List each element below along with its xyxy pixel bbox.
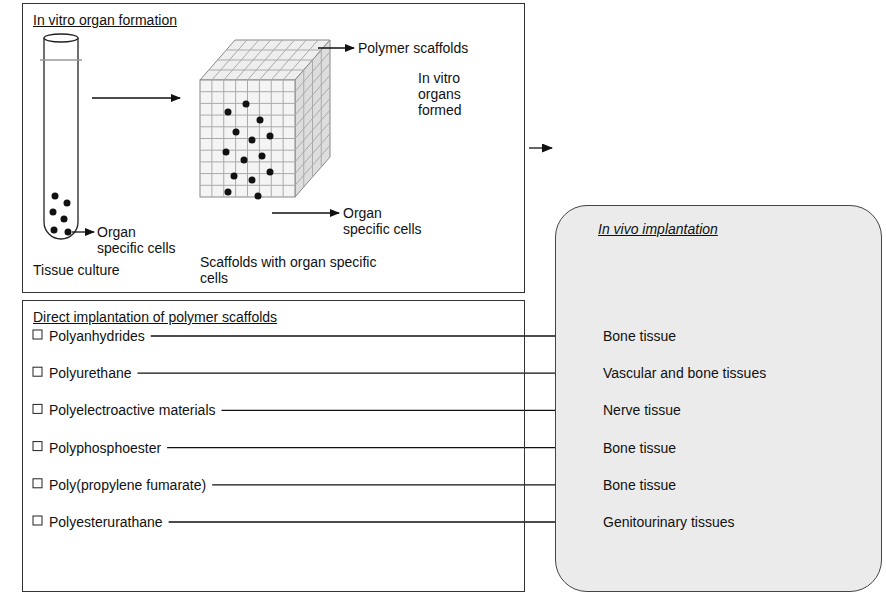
checkbox <box>33 442 42 451</box>
annotation-label: Scaffolds with organ specific cells <box>200 254 390 286</box>
tissue-item: Vascular and bone tissues <box>601 365 768 381</box>
item-text: Bone tissue <box>603 328 676 344</box>
arrow-connector <box>169 521 598 522</box>
item-text: Polyelectroactive materials <box>49 402 216 418</box>
polymer-item: Polyphosphoester <box>47 440 163 456</box>
item-text: Bone tissue <box>603 440 676 456</box>
annotation-label: Organ specific cells <box>97 224 179 256</box>
scaffold-grid <box>209 70 304 71</box>
scaffold-grid <box>200 126 295 127</box>
group-heading: Direct implantation of polymer scaffolds <box>33 309 277 325</box>
annotation-label: Organ specific cells <box>343 205 431 237</box>
cells <box>50 193 72 236</box>
tissue-item: Genitourinary tissues <box>601 514 737 530</box>
scaffold-grid <box>200 150 295 151</box>
item-text: Poly(propylene fumarate) <box>49 477 206 493</box>
tissue-item: Bone tissue <box>601 328 678 344</box>
arrow-connector <box>222 410 598 411</box>
item-text: Vascular and bone tissues <box>603 365 766 381</box>
polymer-item: Poly(propylene fumarate) <box>47 477 208 493</box>
group-heading: In vivo implantation <box>598 221 718 237</box>
scaffold-grid <box>200 138 295 139</box>
group-box: In vivo implantationBone tissueVascular … <box>555 205 882 592</box>
group-box: Direct implantation of polymer scaffolds… <box>22 300 525 592</box>
annotation-label: Tissue culture <box>33 262 173 278</box>
checkbox <box>33 479 42 488</box>
polymer-item: Polyesterurathane <box>47 514 165 530</box>
arrow-connector <box>212 484 598 485</box>
polymer-item: Polyanhydrides <box>47 328 147 344</box>
scaffold-cube <box>200 40 330 197</box>
scaffold-grid <box>226 50 321 51</box>
scaffold-grid <box>200 161 295 162</box>
scaffold-grid <box>200 115 295 116</box>
cells <box>223 101 274 200</box>
annotation-label: Polymer scaffolds <box>358 40 508 56</box>
tissue-item: Bone tissue <box>601 440 678 456</box>
checkbox <box>33 330 42 339</box>
tissue-item: Nerve tissue <box>601 402 683 418</box>
item-text: Bone tissue <box>603 477 676 493</box>
arrow-connector <box>529 147 552 148</box>
item-text: Polyanhydrides <box>49 328 145 344</box>
polymer-item: Polyelectroactive materials <box>47 402 218 418</box>
checkbox <box>33 404 42 413</box>
group-heading: In vitro organ formation <box>33 12 177 28</box>
scaffold-grid <box>200 185 295 186</box>
scaffold-grid <box>200 91 295 92</box>
test-tube <box>40 34 82 239</box>
scaffold-grid <box>321 50 322 167</box>
arrow-connector <box>138 373 598 374</box>
tissue-item: Bone tissue <box>601 477 678 493</box>
checkbox <box>33 367 42 376</box>
item-text: Polyphosphoester <box>49 440 161 456</box>
scaffold-grid <box>303 70 304 187</box>
scaffold-grid <box>200 173 295 174</box>
pointer-arrows <box>72 48 354 232</box>
checkboxes <box>33 330 42 525</box>
item-text: Polyesterurathane <box>49 514 163 530</box>
checkbox <box>33 516 42 525</box>
arrow-connector <box>151 335 598 336</box>
item-text: Nerve tissue <box>603 402 681 418</box>
annotation-label: In vitro organs formed <box>418 70 482 118</box>
arrow-connector <box>167 447 598 448</box>
scaffold-grid <box>312 60 313 177</box>
item-text: Polyurethane <box>49 365 132 381</box>
polymer-item: Polyurethane <box>47 365 134 381</box>
item-text: Genitourinary tissues <box>603 514 735 530</box>
scaffold-grid <box>218 60 313 61</box>
